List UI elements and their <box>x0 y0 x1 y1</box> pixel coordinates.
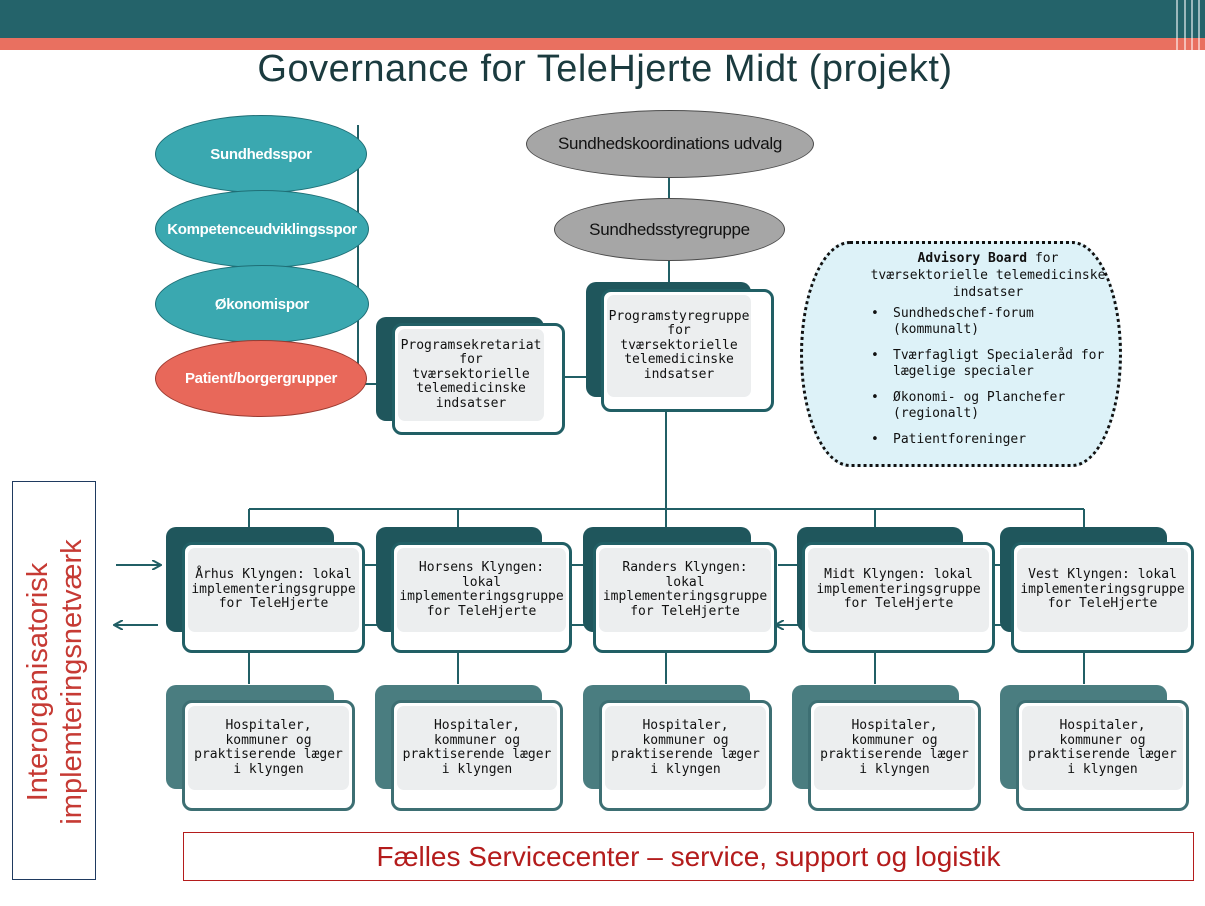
advisory-item: Sundhedschef-forum (kommunalt) <box>871 306 1121 338</box>
advisory-title-bold: Advisory Board <box>917 251 1028 266</box>
track-okonomispor: Økonomispor <box>155 265 369 343</box>
page-title: Governance for TeleHjerte Midt (projekt) <box>257 48 953 90</box>
sub-text-midt: Hospitaler, kommuner og praktiserende læ… <box>814 706 975 790</box>
advisory-title: Advisory Board for tværsektorielle telem… <box>863 250 1113 301</box>
advisory-list: Sundhedschef-forum (kommunalt) Tværfagli… <box>871 306 1121 458</box>
header-stripe <box>0 38 1205 50</box>
header-decor-line <box>1184 0 1186 50</box>
programstyregruppe-text: Programstyregruppe for tværsektorielle t… <box>607 295 751 397</box>
track-kompetenceudviklingsspor: Kompetenceudviklingsspor <box>155 190 369 268</box>
sundhedskoordinations-udvalg: Sundhedskoordinations udvalg <box>526 110 814 178</box>
side-network-box: Interorganisatorisk implemteringsnetværk <box>12 481 96 880</box>
sundhedsstyregruppe: Sundhedsstyregruppe <box>554 198 785 261</box>
track-patient-borgergrupper: Patient/borgergrupper <box>155 340 367 417</box>
advisory-item: Tværfagligt Specialeråd for lægelige spe… <box>871 348 1121 380</box>
side-network-label: Interorganisatorisk implemteringsnetværk <box>22 539 88 825</box>
service-center-box: Fælles Servicecenter – service, support … <box>183 832 1194 881</box>
header-decor-line <box>1198 0 1200 50</box>
sub-text-randers: Hospitaler, kommuner og praktiserende læ… <box>605 706 766 790</box>
cluster-text-horsens: Horsens Klyngen: lokal implementeringsgr… <box>397 548 566 632</box>
cluster-text-randers: Randers Klyngen: lokal implementeringsgr… <box>599 548 771 632</box>
advisory-board: Advisory Board for tværsektorielle telem… <box>800 241 1122 467</box>
sekretariat-text: Programsekretariat for tværsektorielle t… <box>398 329 544 421</box>
cluster-text-vest: Vest Klyngen: lokal implementeringsgrupp… <box>1017 548 1188 632</box>
advisory-title-rest: for tværsektorielle telemedicinske indsa… <box>870 251 1106 300</box>
advisory-item: Patientforeninger <box>871 432 1121 448</box>
header-decor-line <box>1191 0 1193 50</box>
sub-text-aarhus: Hospitaler, kommuner og praktiserende læ… <box>188 706 349 790</box>
track-sundhedsspor: Sundhedsspor <box>155 115 367 193</box>
header-decor-line <box>1176 0 1178 50</box>
advisory-item: Økonomi- og Planchefer (regionalt) <box>871 390 1121 422</box>
cluster-text-midt: Midt Klyngen: lokal implementeringsgrupp… <box>808 548 989 632</box>
header-bar <box>0 0 1205 38</box>
cluster-text-aarhus: Århus Klyngen: lokal implementeringsgrup… <box>188 548 359 632</box>
sub-text-horsens: Hospitaler, kommuner og praktiserende læ… <box>397 706 557 790</box>
sub-text-vest: Hospitaler, kommuner og praktiserende læ… <box>1022 706 1183 790</box>
